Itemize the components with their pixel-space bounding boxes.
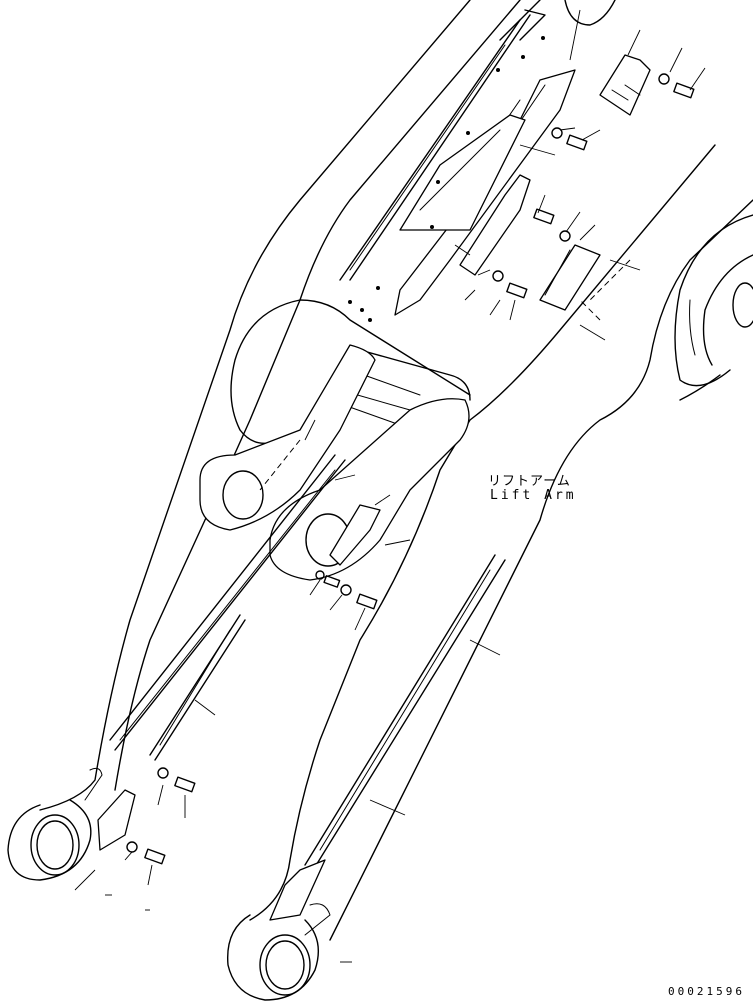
- lower-left-cover-2: [149, 614, 246, 761]
- upper-right-box: [599, 54, 651, 116]
- right-lift-arm: [249, 144, 753, 941]
- upper-fasteners: [348, 36, 695, 322]
- lower-left-cover-1: [109, 454, 346, 751]
- left-bottom-pivot: [7, 767, 103, 881]
- leader-lines: [74, 9, 706, 963]
- part-label-japanese: リフトアーム: [488, 474, 571, 489]
- mid-right-plate: [539, 244, 601, 311]
- upper-boss: [564, 0, 616, 26]
- right-long-cover: [269, 554, 506, 921]
- lower-fasteners: [126, 570, 378, 865]
- part-label-english: Lift Arm: [490, 488, 577, 503]
- top-pivot-boss: [674, 214, 753, 387]
- lower-left-bracket: [97, 789, 136, 851]
- upper-cover-long: [339, 9, 546, 281]
- mid-bracket: [329, 504, 381, 566]
- right-bottom-pivot: [226, 903, 331, 1001]
- bellcrank-left: [199, 344, 376, 531]
- upper-cover-bracket: [399, 114, 526, 231]
- upper-cover-right: [459, 174, 531, 276]
- drawing-number: 00021596: [668, 985, 745, 998]
